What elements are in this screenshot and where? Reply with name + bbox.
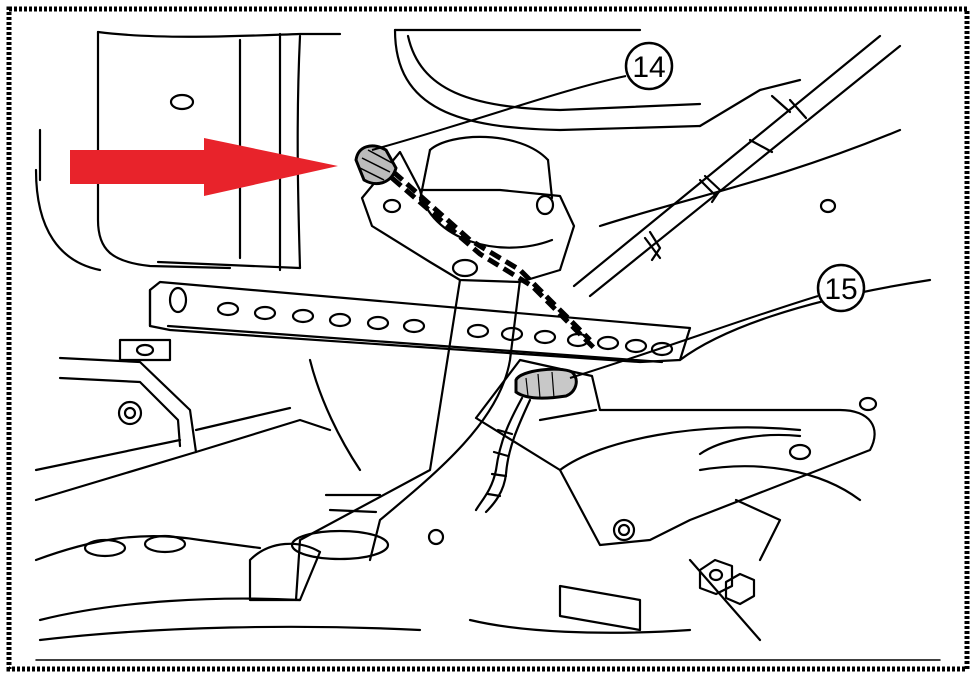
bolt-cluster — [35, 558, 941, 661]
callout-14: 14 — [624, 41, 674, 91]
leader-line-14 — [371, 75, 627, 151]
sensor-wire-harness — [474, 396, 532, 514]
frame-rail-right — [572, 34, 932, 362]
callout-15-label: 15 — [824, 273, 857, 306]
hidden-pipe-outline — [378, 158, 598, 352]
diagram-border — [6, 6, 970, 672]
chassis-lower-left — [34, 356, 422, 642]
oxygen-sensor-upstream — [354, 144, 398, 185]
callout-15: 15 — [816, 263, 866, 313]
oxygen-sensor-downstream — [514, 367, 578, 400]
leader-line-15 — [569, 295, 819, 379]
callout-14-label: 14 — [632, 51, 665, 84]
perforated-crossmember — [118, 280, 692, 364]
lower-bracket — [427, 358, 878, 642]
muffler-body — [393, 28, 702, 132]
exhaust-pipe — [290, 135, 554, 602]
red-arrow-icon — [70, 138, 338, 196]
